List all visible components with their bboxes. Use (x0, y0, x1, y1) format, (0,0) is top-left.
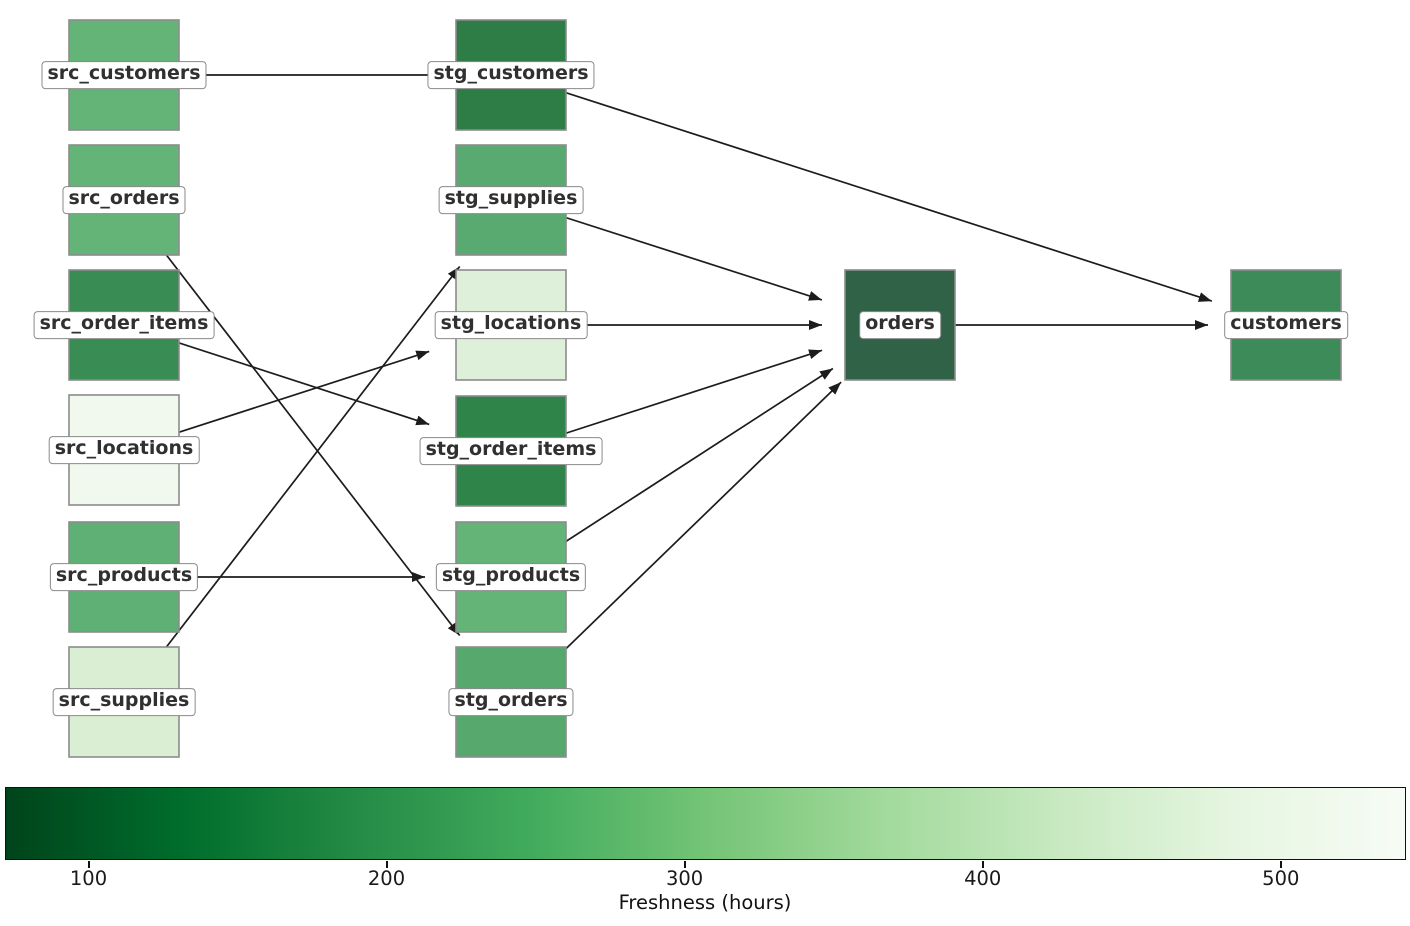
colorbar-tick-label-300: 300 (665, 867, 704, 890)
colorbar-tick-mark-500 (1279, 861, 1282, 868)
node-label-orders: orders (859, 311, 941, 339)
colorbar-tick-mark-300 (683, 861, 686, 868)
node-label-stg_products: stg_products (435, 563, 587, 591)
node-label-src_locations: src_locations (48, 436, 200, 464)
node-label-src_products: src_products (49, 563, 199, 591)
node-label-src_supplies: src_supplies (52, 688, 196, 716)
node-label-src_orders: src_orders (62, 186, 186, 214)
colorbar-tick-label-500: 500 (1262, 867, 1300, 890)
node-label-stg_order_items: stg_order_items (419, 437, 603, 465)
colorbar-gradient (5, 787, 1406, 860)
node-label-stg_supplies: stg_supplies (438, 186, 584, 214)
colorbar-tick-label-200: 200 (367, 867, 406, 890)
node-label-src_customers: src_customers (41, 61, 207, 89)
colorbar-tick-mark-200 (385, 861, 388, 868)
node-label-src_order_items: src_order_items (33, 311, 215, 339)
node-label-stg_customers: stg_customers (427, 61, 595, 89)
edge-src_orders-to-stg_orders (123, 199, 461, 637)
colorbar-axis-label: Freshness (hours) (618, 891, 792, 914)
colorbar-tick-label-400: 400 (964, 867, 1002, 890)
edge-stg_customers-to-customers (510, 74, 1213, 302)
node-label-customers: customers (1224, 311, 1348, 339)
node-label-stg_orders: stg_orders (448, 688, 574, 716)
colorbar-tick-label-100: 100 (69, 867, 108, 890)
edge-src_supplies-to-stg_supplies (123, 265, 461, 703)
colorbar-tick-mark-100 (87, 861, 90, 868)
node-label-stg_locations: stg_locations (434, 311, 588, 339)
colorbar-tick-mark-400 (981, 861, 984, 868)
